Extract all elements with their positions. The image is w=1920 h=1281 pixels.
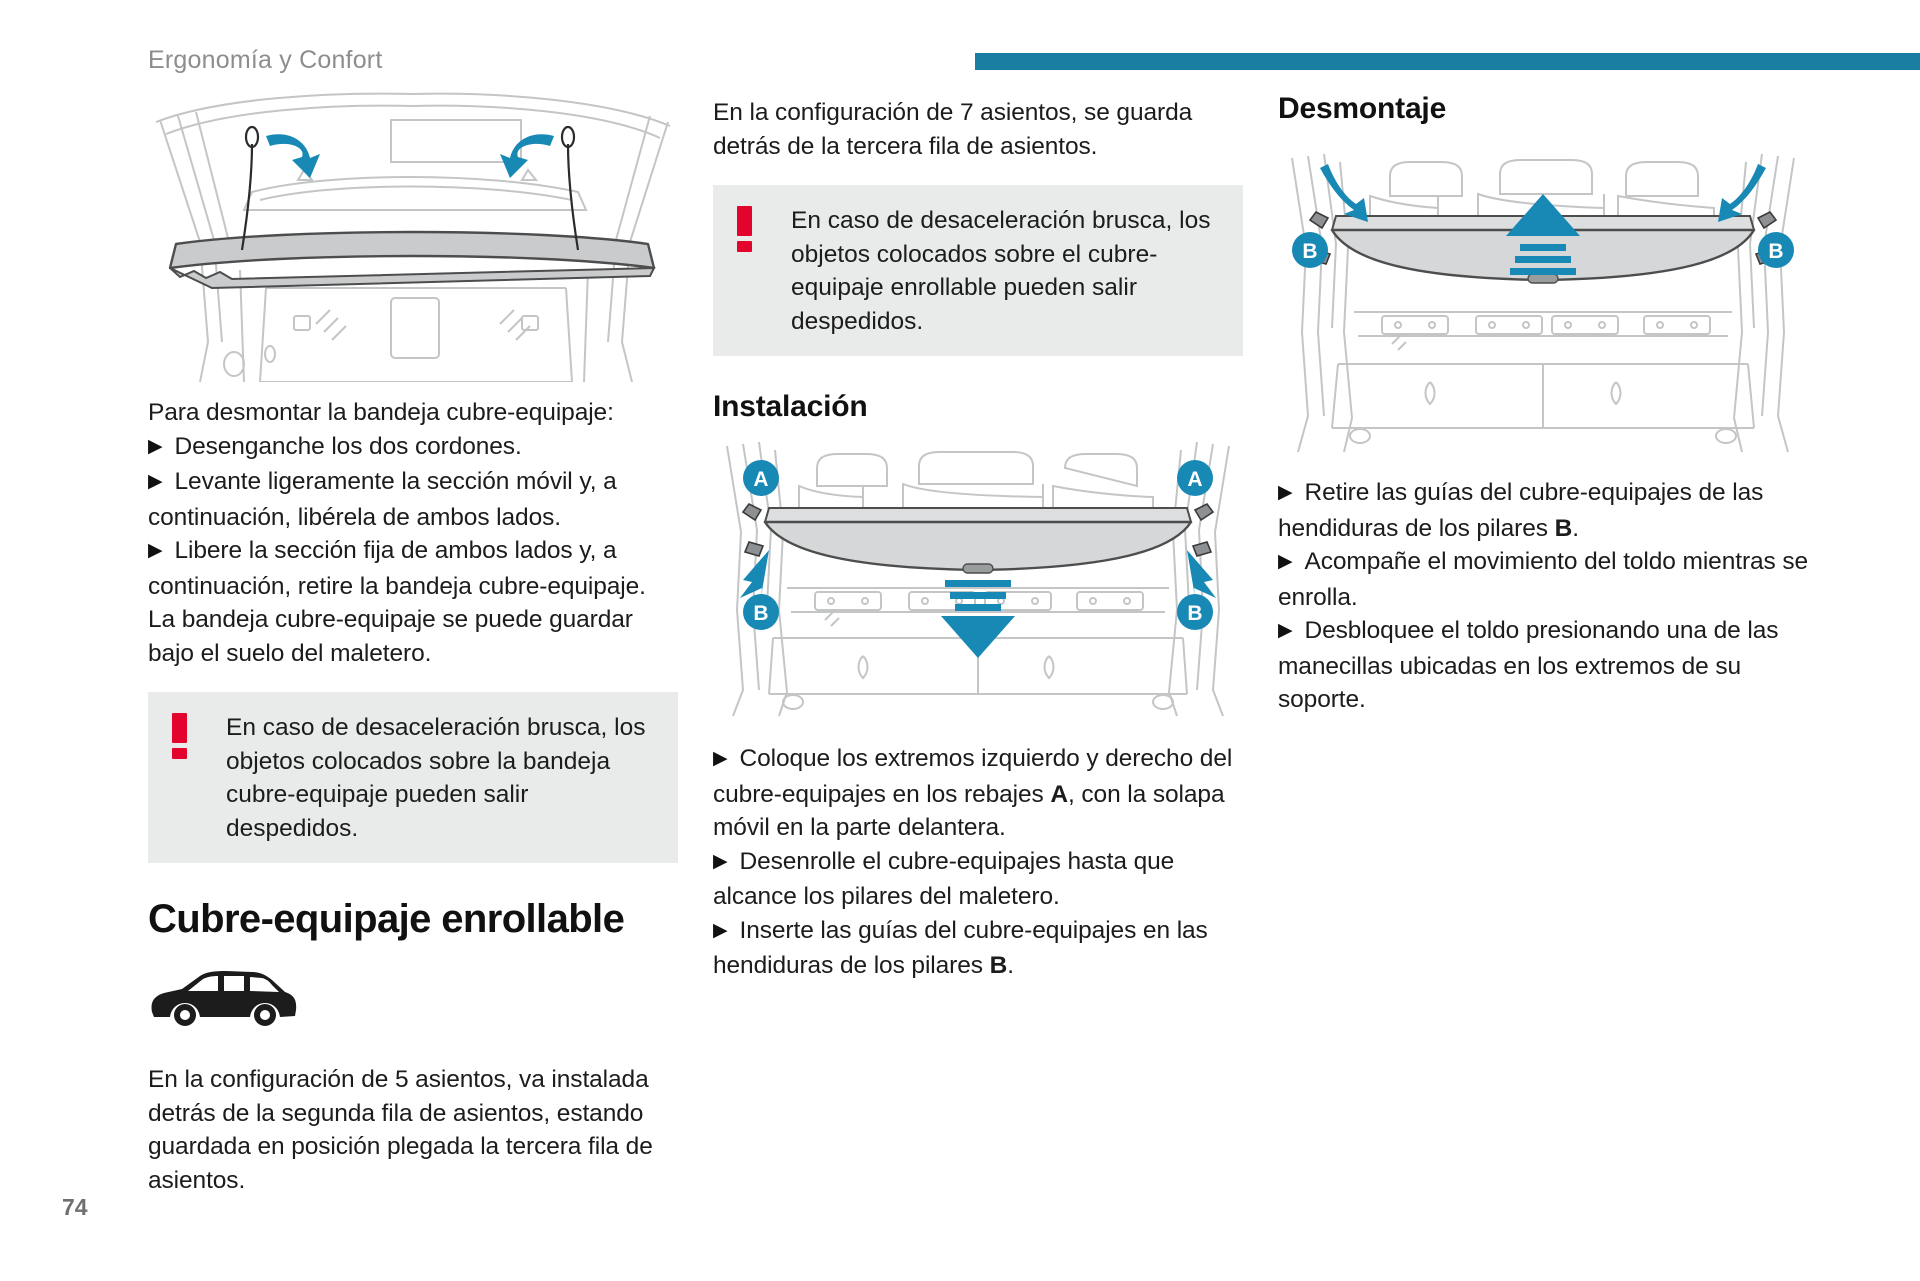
list-item: ▶ Desenganche los dos cordones.: [148, 430, 678, 466]
svg-text:A: A: [1187, 468, 1202, 491]
left-paragraph: En la configuración de 5 asientos, va in…: [148, 1066, 653, 1194]
svg-text:B: B: [1187, 602, 1202, 625]
page-title: Cubre-equipaje enrollable: [148, 897, 625, 941]
list-item-label: Inserte las guías del cubre-equipajes en…: [713, 916, 1208, 980]
bullet-triangle-icon: ▶: [148, 540, 163, 561]
bullet-triangle-icon: ▶: [1278, 482, 1293, 503]
list-item: ▶Levante ligeramente la sección móvil y,…: [148, 465, 678, 534]
list-item-label: Libere la sección fija de ambos lados y,…: [148, 537, 646, 600]
list-item-label: Desbloquee el toldo presionando una de l…: [1278, 617, 1779, 713]
page-number: 74: [62, 1194, 88, 1220]
list-item-label: Acompañe el movimiento del toldo mientra…: [1278, 548, 1809, 611]
list-item: ▶Acompañe el movimiento del toldo mientr…: [1278, 545, 1818, 614]
left-intro: Para desmontar la bandeja cubre-equipaje…: [148, 399, 614, 426]
list-item: ▶Desenrolle el cubre-equipajes hasta que…: [713, 845, 1243, 914]
bullet-triangle-icon: ▶: [148, 435, 163, 457]
list-item: ▶Retire las guías del cubre-equipajes de…: [1278, 476, 1818, 545]
section-heading-desmontaje: Desmontaje: [1278, 92, 1447, 125]
marker-B-left: B: [740, 550, 779, 630]
marker-A-left: A: [743, 460, 779, 496]
teal-arrow-left: [266, 134, 320, 178]
marker-B-left: B: [1292, 232, 1328, 268]
teal-arrow-corner-left: [1320, 164, 1368, 222]
svg-text:B: B: [1302, 240, 1317, 263]
right-column: Desmontaje: [1278, 92, 1818, 717]
list-item: ▶Libere la sección fija de ambos lados y…: [148, 534, 678, 603]
list-item-label: Desenganche los dos cordones.: [174, 432, 522, 460]
marker-B-right: B: [1177, 550, 1216, 630]
parcel-shelf-trunk-view-svg: [155, 92, 671, 382]
roller-cover-installation-svg: A A B B: [726, 441, 1230, 717]
svg-text:B: B: [753, 602, 768, 625]
bullet-triangle-icon: ▶: [713, 748, 728, 769]
list-item-label: Levante ligeramente la sección móvil y, …: [148, 468, 617, 531]
teal-up-arrow: [1506, 194, 1580, 275]
warning-box-middle: En caso de desaceleración brusca, los ob…: [713, 185, 1243, 356]
svg-text:A: A: [753, 468, 768, 491]
marker-A-right: A: [1177, 460, 1213, 496]
middle-intro: En la configuración de 7 asientos, se gu…: [713, 99, 1193, 160]
list-item-label: Desenrolle el cubre-equipajes hasta que …: [713, 847, 1175, 911]
teal-down-arrow: [941, 580, 1015, 658]
section-heading-instalacion: Instalación: [713, 390, 868, 423]
left-bullet-list: ▶Desenganche los dos cordones. ▶Levante …: [148, 430, 678, 671]
list-item: ▶Desbloquee el toldo presionando una de …: [1278, 614, 1818, 717]
list-item: ▶Coloque los extremos izquierdo y derech…: [713, 742, 1243, 845]
section-title: Ergonomía y Confort: [148, 46, 383, 74]
marker-B-right: B: [1758, 232, 1794, 268]
warning-box-left: En caso de desaceleración brusca, los ob…: [148, 692, 678, 863]
roller-cover-removal-svg: B B: [1291, 153, 1795, 453]
bullet-triangle-icon: ▶: [713, 850, 728, 872]
bullet-triangle-icon: ▶: [713, 919, 728, 941]
figure-roller-cover-removal: B B: [1278, 152, 1818, 462]
warning-text: En caso de desaceleración brusca, los ob…: [791, 207, 1211, 335]
warning-text: En caso de desaceleración brusca, los ob…: [226, 714, 646, 842]
figure-parcel-shelf-trunk-view: [148, 92, 678, 382]
cover-panel: [741, 502, 1215, 574]
warning-exclamation-icon: [172, 713, 188, 759]
list-item: ▶Inserte las guías del cubre-equipajes e…: [713, 914, 1243, 983]
right-bullet-list: ▶Retire las guías del cubre-equipajes de…: [1278, 476, 1818, 717]
header-rule: [975, 53, 1920, 70]
left-column: Para desmontar la bandeja cubre-equipaje…: [148, 92, 678, 1197]
car-side-icon: [148, 968, 678, 1033]
bullet-triangle-icon: ▶: [1278, 620, 1293, 641]
page-header: Ergonomía y Confort: [0, 0, 1920, 78]
middle-intro-wrapper: En la configuración de 7 asientos, se gu…: [713, 96, 1243, 163]
teal-arrow-corner-right: [1718, 164, 1766, 222]
parcel-shelf-shape: [168, 230, 656, 290]
figure-roller-cover-installation: A A B B: [713, 440, 1243, 720]
bullet-triangle-icon: ▶: [1278, 551, 1293, 572]
list-item-label: Coloque los extremos izquierdo y derecho…: [713, 745, 1233, 841]
left-after-text: La bandeja cubre-equipaje se puede guard…: [148, 606, 633, 667]
bullet-triangle-icon: ▶: [148, 471, 163, 492]
left-paragraph-wrapper: En la configuración de 5 asientos, va in…: [148, 1063, 678, 1197]
warning-exclamation-icon: [737, 206, 753, 252]
left-intro-text: Para desmontar la bandeja cubre-equipaje…: [148, 396, 678, 430]
svg-text:B: B: [1768, 240, 1783, 263]
middle-bullet-list: ▶Coloque los extremos izquierdo y derech…: [713, 742, 1243, 983]
list-item-label: Retire las guías del cubre-equipajes de …: [1278, 479, 1764, 542]
middle-column: En la configuración de 7 asientos, se gu…: [713, 92, 1243, 983]
teal-arrow-right: [500, 134, 554, 178]
